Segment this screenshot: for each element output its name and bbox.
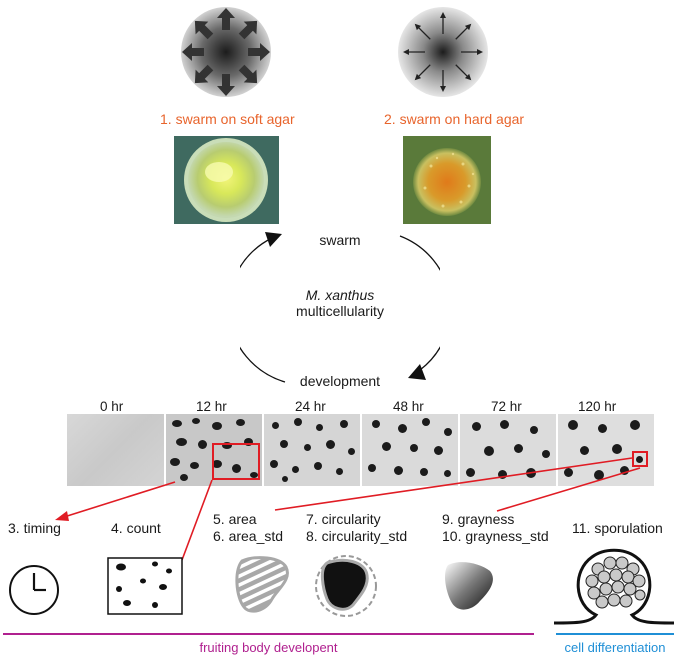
metric-grayness: 9. grayness — [442, 511, 515, 527]
cell-differentiation-category: cell differentiation — [564, 640, 666, 655]
metric-area-std: 6. area_std — [213, 528, 284, 544]
circularity-shape-icon — [315, 555, 377, 617]
time-label: 0 hr — [100, 399, 124, 414]
soft-agar-photo — [174, 136, 279, 224]
cell-differentiation-divider — [556, 633, 674, 635]
grayness-shape-icon — [445, 562, 493, 610]
fruiting-body-divider — [3, 633, 534, 635]
metric-grayness-std: 10. grayness_std — [442, 528, 549, 544]
metric-area: 5. area — [213, 511, 257, 527]
swarm-soft-diagram — [181, 7, 271, 97]
swarm-hard-diagram — [398, 7, 488, 97]
panel-48hr — [362, 414, 458, 486]
cycle-arrows — [240, 232, 440, 383]
cycle-development-label: development — [299, 373, 381, 389]
swarm-soft-label: 1. swarm on soft agar — [160, 111, 295, 127]
panel-12hr — [166, 414, 262, 486]
metric-circularity: 7. circularity — [306, 511, 381, 527]
metric-timing: 3. timing — [8, 520, 61, 536]
panel-0hr — [67, 414, 164, 486]
panel-120hr — [558, 414, 654, 486]
time-label: 120 hr — [578, 399, 617, 414]
hard-agar-photo — [403, 136, 491, 224]
clock-icon — [9, 565, 59, 615]
metric-sporulation: 11. sporulation — [572, 520, 663, 536]
cycle-swarm-label: swarm — [319, 232, 361, 248]
time-label: 72 hr — [491, 399, 522, 414]
cycle-multicellularity: multicellularity — [296, 303, 384, 319]
time-label: 12 hr — [196, 399, 227, 414]
time-label: 24 hr — [295, 399, 326, 414]
metric-count: 4. count — [111, 520, 161, 536]
thick-arrows — [182, 8, 270, 96]
cycle-species: M. xanthus — [305, 287, 375, 303]
area-shape-icon — [235, 556, 289, 613]
time-label: 48 hr — [393, 399, 424, 414]
metric-circularity-std: 8. circularity_std — [306, 528, 408, 544]
fruiting-body-category: fruiting body developent — [199, 640, 338, 655]
fruiting-body-sporulation-icon — [553, 548, 675, 625]
panel-72hr — [460, 414, 556, 486]
swarm-hard-label: 2. swarm on hard agar — [384, 111, 525, 127]
panel-24hr — [264, 414, 360, 486]
count-box-icon — [107, 557, 183, 615]
